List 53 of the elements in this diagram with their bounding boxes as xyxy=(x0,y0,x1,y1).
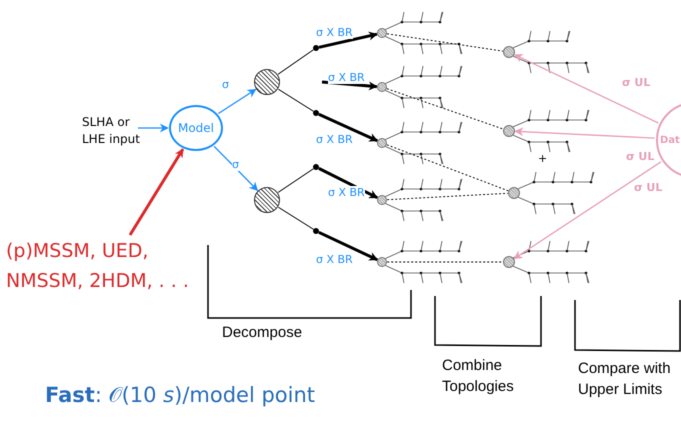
edge-label: σ X BR xyxy=(316,26,353,39)
edge-label: σ X BR xyxy=(316,133,353,146)
topology-circle xyxy=(377,28,387,38)
vertex-dot xyxy=(313,110,319,116)
step-caption: Compare with Upper Limits xyxy=(578,359,672,400)
arrow xyxy=(513,161,662,260)
dotted-connector xyxy=(386,192,508,200)
hatched-circle xyxy=(254,187,280,213)
arrow xyxy=(138,124,169,132)
topology-circle xyxy=(503,46,515,58)
edge-label: σ UL xyxy=(622,76,650,89)
topology-circle xyxy=(503,125,515,137)
speed-note: Fast: 𝒪(10 s)/model point xyxy=(45,383,316,407)
topology-circle xyxy=(503,256,515,268)
edge-label: σ X BR xyxy=(328,71,365,84)
branch-line xyxy=(278,49,314,75)
dotted-connector xyxy=(386,33,504,52)
topology-circle xyxy=(508,187,520,199)
arrow xyxy=(218,88,256,114)
input-label: SLHA or LHE input xyxy=(82,114,146,148)
branch-line xyxy=(278,168,314,193)
plus-sign: + xyxy=(538,152,548,165)
edge-label: σ X BR xyxy=(328,186,365,199)
arrow xyxy=(318,230,378,262)
edge-label: σ UL xyxy=(634,181,662,194)
node-label: Model xyxy=(178,121,214,135)
arrow xyxy=(128,148,184,236)
arrow xyxy=(514,54,659,124)
topology-circle xyxy=(377,82,387,92)
topology-circle xyxy=(377,138,387,148)
arrow xyxy=(318,167,378,200)
vertex-dot xyxy=(313,45,319,51)
model-list-label: (p)MSSM, UED, NMSSM, 2HDM, . . . xyxy=(6,236,206,296)
step-caption: Combine Topologies xyxy=(442,356,515,397)
node-label: Dat xyxy=(659,134,680,146)
topology-circle xyxy=(377,195,387,205)
edge-label: σ X BR xyxy=(316,253,353,266)
branch-line xyxy=(278,88,314,112)
arrow xyxy=(322,80,378,90)
step-caption: Decompose xyxy=(222,324,302,341)
vertex-dot xyxy=(313,164,319,170)
branch-line xyxy=(278,206,314,230)
topology-circle xyxy=(377,257,387,267)
dotted-connector xyxy=(386,88,504,130)
vertex-dot xyxy=(313,228,319,234)
hatched-circle xyxy=(254,69,280,95)
arrow xyxy=(318,112,378,142)
dotted-connector xyxy=(386,144,509,192)
edge-label: σ UL xyxy=(626,150,654,163)
arrow xyxy=(514,127,655,139)
model-circle xyxy=(169,105,223,151)
arrow xyxy=(214,146,258,192)
arrow xyxy=(318,32,378,49)
